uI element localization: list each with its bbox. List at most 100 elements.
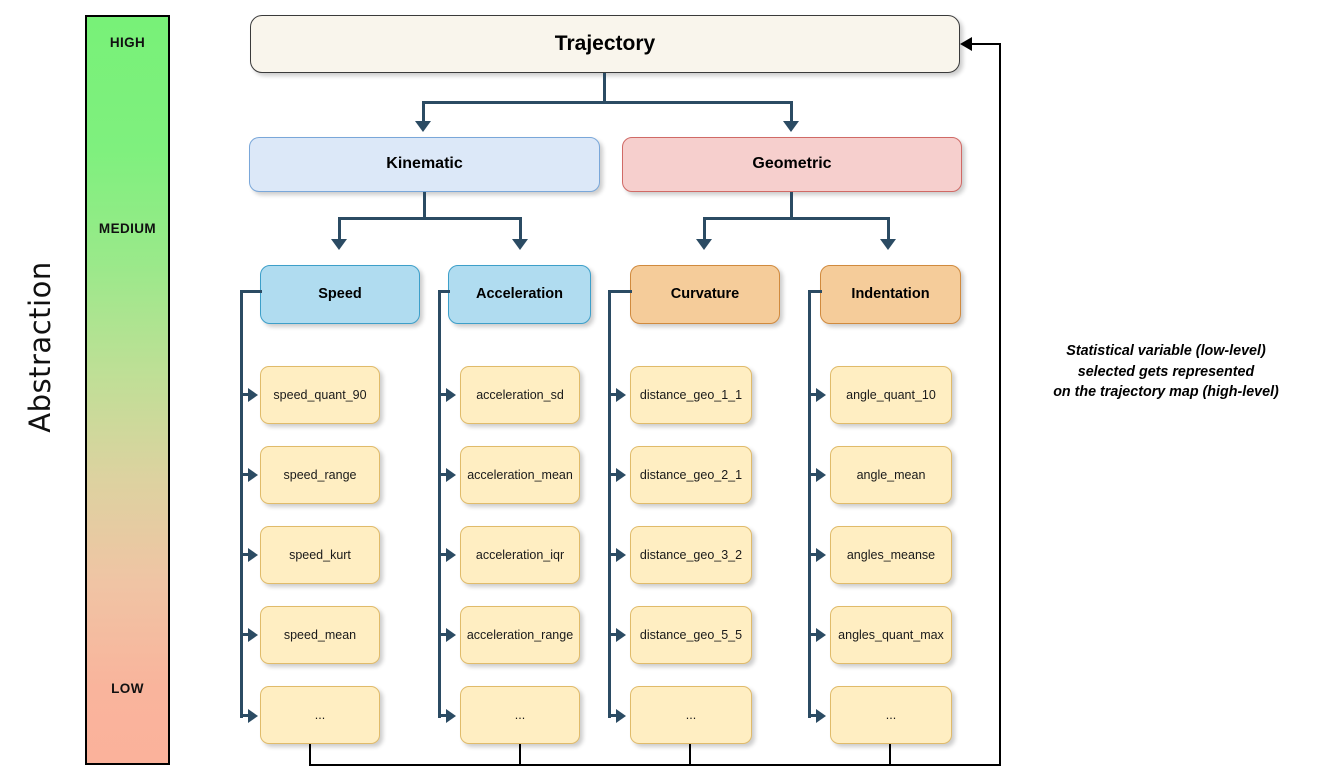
- leaf-speed-3[interactable]: speed_mean: [260, 606, 380, 664]
- leaf-curvature-4[interactable]: ...: [630, 686, 752, 744]
- connector-kinematic-to-speed: [338, 217, 342, 239]
- arrow-speed-leaf-3-icon: [248, 628, 258, 642]
- leaf-indentation-1[interactable]: angle_mean: [830, 446, 952, 504]
- arrow-kinematic-to-speed-icon: [331, 239, 347, 250]
- connector-speed-stub-4: [240, 714, 252, 718]
- node-kinematic[interactable]: Kinematic: [249, 137, 600, 192]
- arrow-acceleration-leaf-4-icon: [446, 709, 456, 723]
- leaf-curvature-0[interactable]: distance_geo_1_1: [630, 366, 752, 424]
- connector-curvature-stub-1: [608, 473, 620, 477]
- node-geometric[interactable]: Geometric: [622, 137, 962, 192]
- arrow-curvature-leaf-4-icon: [616, 709, 626, 723]
- arrow-indentation-leaf-0-icon: [816, 388, 826, 402]
- annotation-line-2: selected gets represented: [1077, 363, 1255, 380]
- annotation-line-1: Statistical variable (low-level): [1066, 343, 1266, 359]
- connector-speed-stub-1: [240, 473, 252, 477]
- connector-indentation-stub-2: [808, 553, 820, 557]
- connector-curvature-stub-3: [608, 633, 620, 637]
- feedback-right-riser: [999, 43, 1002, 766]
- connector-acceleration-rail: [438, 290, 442, 718]
- gradient-tick-medium: MEDIUM: [98, 221, 157, 236]
- leaf-curvature-2[interactable]: distance_geo_3_2: [630, 526, 752, 584]
- arrow-speed-leaf-0-icon: [248, 388, 258, 402]
- arrow-indentation-leaf-4-icon: [816, 709, 826, 723]
- arrow-geometric-to-curvature-icon: [696, 239, 712, 250]
- leaf-speed-2[interactable]: speed_kurt: [260, 526, 380, 584]
- node-trajectory[interactable]: Trajectory: [250, 15, 960, 73]
- leaf-indentation-0[interactable]: angle_quant_10: [830, 366, 952, 424]
- feedback-drop-curvature: [689, 744, 692, 765]
- feedback-arrow-into-trajectory-icon: [960, 37, 972, 51]
- connector-root-to-kinematic: [422, 101, 426, 121]
- connector-curvature-rail-head: [608, 290, 632, 294]
- arrow-indentation-leaf-2-icon: [816, 548, 826, 562]
- leaf-speed-0[interactable]: speed_quant_90: [260, 366, 380, 424]
- connector-indentation-stub-1: [808, 473, 820, 477]
- connector-speed-stub-3: [240, 633, 252, 637]
- arrow-acceleration-leaf-0-icon: [446, 388, 456, 402]
- arrow-speed-leaf-1-icon: [248, 468, 258, 482]
- gradient-tick-low: LOW: [111, 681, 144, 696]
- connector-curvature-rail: [608, 290, 612, 718]
- connector-curvature-stub-2: [608, 553, 620, 557]
- arrow-geometric-to-indentation-icon: [880, 239, 896, 250]
- leaf-acceleration-3[interactable]: acceleration_range: [460, 606, 580, 664]
- leaf-speed-1[interactable]: speed_range: [260, 446, 380, 504]
- leaf-acceleration-2[interactable]: acceleration_iqr: [460, 526, 580, 584]
- leaf-indentation-4[interactable]: ...: [830, 686, 952, 744]
- connector-kinematic-to-acceleration: [519, 217, 523, 239]
- node-acceleration[interactable]: Acceleration: [448, 265, 591, 324]
- connector-geometric-stem: [790, 192, 794, 219]
- abstraction-gradient-bar: [85, 15, 170, 765]
- connector-root-bus: [422, 101, 793, 105]
- arrow-curvature-leaf-2-icon: [616, 548, 626, 562]
- arrow-acceleration-leaf-2-icon: [446, 548, 456, 562]
- connector-indentation-rail: [808, 290, 812, 718]
- leaf-curvature-1[interactable]: distance_geo_2_1: [630, 446, 752, 504]
- connector-acceleration-stub-2: [438, 553, 450, 557]
- leaf-indentation-3[interactable]: angles_quant_max: [830, 606, 952, 664]
- leaf-curvature-3[interactable]: distance_geo_5_5: [630, 606, 752, 664]
- arrow-kinematic-to-acceleration-icon: [512, 239, 528, 250]
- node-speed[interactable]: Speed: [260, 265, 420, 324]
- feedback-annotation: Statistical variable (low-level) selecte…: [1008, 341, 1324, 403]
- node-indentation[interactable]: Indentation: [820, 265, 961, 324]
- connector-indentation-stub-3: [808, 633, 820, 637]
- connector-acceleration-stub-3: [438, 633, 450, 637]
- connector-acceleration-rail-head: [438, 290, 450, 294]
- leaf-speed-4[interactable]: ...: [260, 686, 380, 744]
- arrow-root-to-kinematic-icon: [415, 121, 431, 132]
- connector-acceleration-stub-1: [438, 473, 450, 477]
- leaf-acceleration-4[interactable]: ...: [460, 686, 580, 744]
- arrow-acceleration-leaf-3-icon: [446, 628, 456, 642]
- arrow-curvature-leaf-0-icon: [616, 388, 626, 402]
- arrow-speed-leaf-2-icon: [248, 548, 258, 562]
- connector-speed-rail-head: [240, 290, 262, 294]
- connector-kinematic-bus: [338, 217, 522, 221]
- connector-geometric-to-curvature: [703, 217, 707, 239]
- arrow-acceleration-leaf-1-icon: [446, 468, 456, 482]
- connector-indentation-stub-4: [808, 714, 820, 718]
- arrow-speed-leaf-4-icon: [248, 709, 258, 723]
- feedback-drop-speed: [309, 744, 312, 765]
- connector-indentation-stub-0: [808, 393, 820, 397]
- connector-root-stem: [603, 73, 607, 103]
- connector-acceleration-stub-0: [438, 393, 450, 397]
- leaf-acceleration-1[interactable]: acceleration_mean: [460, 446, 580, 504]
- connector-geometric-to-indentation: [887, 217, 891, 239]
- connector-acceleration-stub-4: [438, 714, 450, 718]
- arrow-indentation-leaf-1-icon: [816, 468, 826, 482]
- connector-root-to-geometric: [790, 101, 794, 121]
- node-curvature[interactable]: Curvature: [630, 265, 780, 324]
- connector-speed-stub-2: [240, 553, 252, 557]
- connector-speed-stub-0: [240, 393, 252, 397]
- connector-curvature-stub-0: [608, 393, 620, 397]
- leaf-indentation-2[interactable]: angles_meanse: [830, 526, 952, 584]
- feedback-drop-acceleration: [519, 744, 522, 765]
- feedback-bottom-bus: [309, 764, 1001, 767]
- feedback-top-return: [972, 43, 1000, 46]
- connector-curvature-stub-4: [608, 714, 620, 718]
- abstraction-axis-title: Abstraction: [23, 261, 57, 433]
- leaf-acceleration-0[interactable]: acceleration_sd: [460, 366, 580, 424]
